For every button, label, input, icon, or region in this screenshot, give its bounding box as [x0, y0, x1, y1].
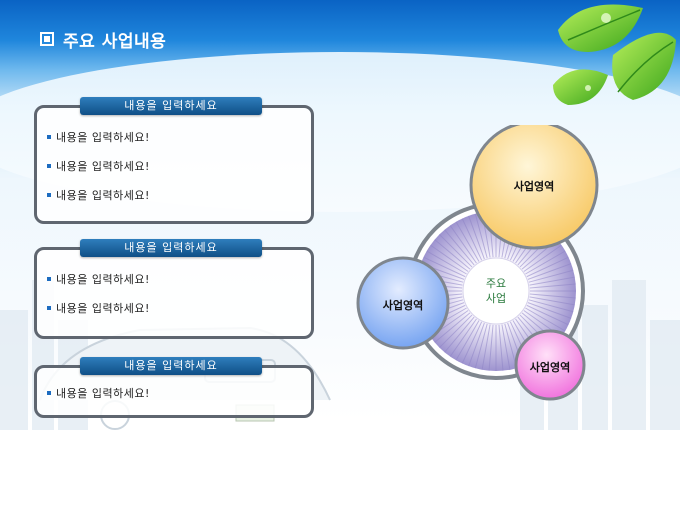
list-item: 내용을 입력하세요!: [47, 271, 150, 287]
business-area-label-2: 사업영역: [382, 299, 424, 312]
list-item: 내용을 입력하세요!: [47, 129, 150, 145]
page-title-text: 주요 사업내용: [63, 31, 167, 52]
list-item-text: 내용을 입력하세요!: [56, 189, 150, 202]
business-area-label-3: 사업영역: [529, 361, 571, 374]
business-area-circle-2: [356, 256, 450, 350]
list-item: 내용을 입력하세요!: [47, 385, 150, 401]
business-area-circle-3: [514, 329, 586, 401]
content-box-1-title: 내용을 입력하세요: [80, 97, 262, 115]
center-label-line-1: 주요: [485, 277, 507, 290]
list-item: 내용을 입력하세요!: [47, 158, 150, 174]
list-item-text: 내용을 입력하세요!: [56, 302, 150, 315]
business-area-label-1: 사업영역: [513, 180, 555, 193]
diagram-graphic: [356, 120, 599, 401]
list-item-text: 내용을 입력하세요!: [56, 273, 150, 286]
page-title: 주요 사업내용: [40, 26, 166, 52]
bullet-icon: [47, 164, 51, 168]
center-label: 주요 사업: [476, 276, 516, 306]
square-bullet-icon: [40, 32, 54, 46]
list-item: 내용을 입력하세요!: [47, 300, 150, 316]
center-circle: [462, 257, 530, 325]
list-item-text: 내용을 입력하세요!: [56, 131, 150, 144]
leaf-decoration-icon: [553, 4, 676, 105]
content-box-2-title: 내용을 입력하세요: [80, 239, 262, 257]
bullet-icon: [47, 193, 51, 197]
bullet-icon: [47, 277, 51, 281]
business-area-diagram: 사업영역 사업영역 사업영역 주요 사업: [350, 120, 610, 405]
list-item-text: 내용을 입력하세요!: [56, 160, 150, 173]
bullet-icon: [47, 391, 51, 395]
bullet-icon: [47, 135, 51, 139]
content-box-2: [34, 247, 314, 339]
center-label-line-2: 사업: [485, 292, 507, 305]
content-box-3-title: 내용을 입력하세요: [80, 357, 262, 375]
list-item: 내용을 입력하세요!: [47, 187, 150, 203]
bullet-icon: [47, 306, 51, 310]
list-item-text: 내용을 입력하세요!: [56, 387, 150, 400]
